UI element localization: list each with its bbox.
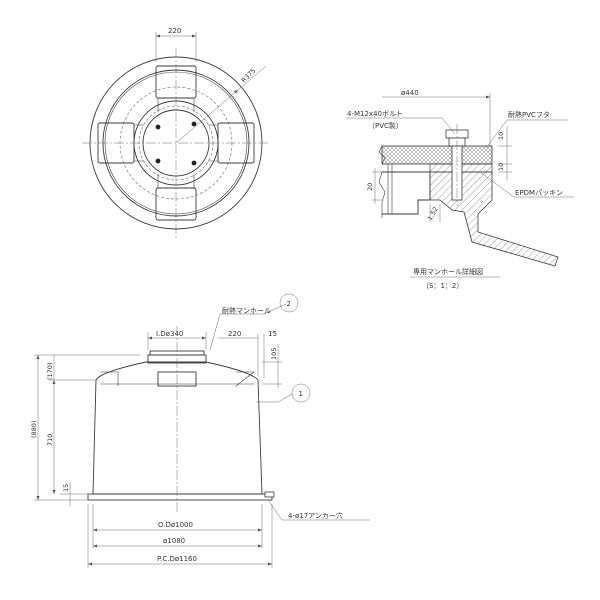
detail-dim-10a: 10 xyxy=(497,132,505,140)
callout-2: 2 xyxy=(287,300,291,308)
top-dim-220: 220 xyxy=(168,27,181,35)
anchor-hole-label: 4-ø17アンカー穴 xyxy=(288,511,343,520)
callout-1: 1 xyxy=(299,390,303,398)
detail-lid-label: 耐熱PVCフタ xyxy=(508,110,550,119)
tank-body xyxy=(92,379,263,495)
tank-base-plate xyxy=(87,493,273,501)
detail-bolt xyxy=(445,124,469,206)
front-dim-pcd1160: P.C.Dø1160 xyxy=(157,555,197,563)
detail-dim-10b: 10 xyxy=(497,163,505,171)
detail-gasket-label: EPDMパッキン xyxy=(515,189,563,197)
front-dim-15-top: 15 xyxy=(268,330,277,338)
manhole-bolts xyxy=(155,121,197,166)
front-manhole-label: 耐熱マンホール xyxy=(222,306,271,315)
front-dim-od1000: O.Dø1000 xyxy=(158,521,193,529)
detail-bolt-label: 4-M12x40ボルト xyxy=(347,110,403,118)
detail-caption-scale: （S：1：2） xyxy=(422,282,463,290)
detail-tank-wall xyxy=(429,171,559,267)
front-dim-880: (880) xyxy=(30,421,38,438)
front-view: I.Dø340 220 15 105 耐熱マンホール 2 1 (880) (17… xyxy=(30,293,370,568)
detail-dim-440: ø440 xyxy=(401,89,419,97)
front-dim-1080: ø1080 xyxy=(163,537,185,545)
detail-lid xyxy=(381,145,493,165)
detail-dim-152: 1.52 xyxy=(426,205,440,222)
manhole-detail: ø440 10 10 20 1.52 xyxy=(346,89,574,290)
front-dim-15-bottom: 15 xyxy=(62,484,70,492)
top-view: 220 R375 xyxy=(82,27,270,238)
front-dim-220: 220 xyxy=(228,330,241,338)
front-dim-id340: I.Dø340 xyxy=(156,330,183,338)
front-dim-710: 710 xyxy=(46,434,54,446)
detail-dim-20: 20 xyxy=(366,183,374,191)
detail-bolt-material: （PVC製） xyxy=(368,121,403,130)
front-dim-105: 105 xyxy=(270,348,278,360)
front-dim-170: (170) xyxy=(46,363,54,380)
callout-2-circle xyxy=(279,293,299,313)
detail-caption-title: 専用マンホール詳細図 xyxy=(413,267,483,276)
callout-1-circle xyxy=(291,383,311,403)
